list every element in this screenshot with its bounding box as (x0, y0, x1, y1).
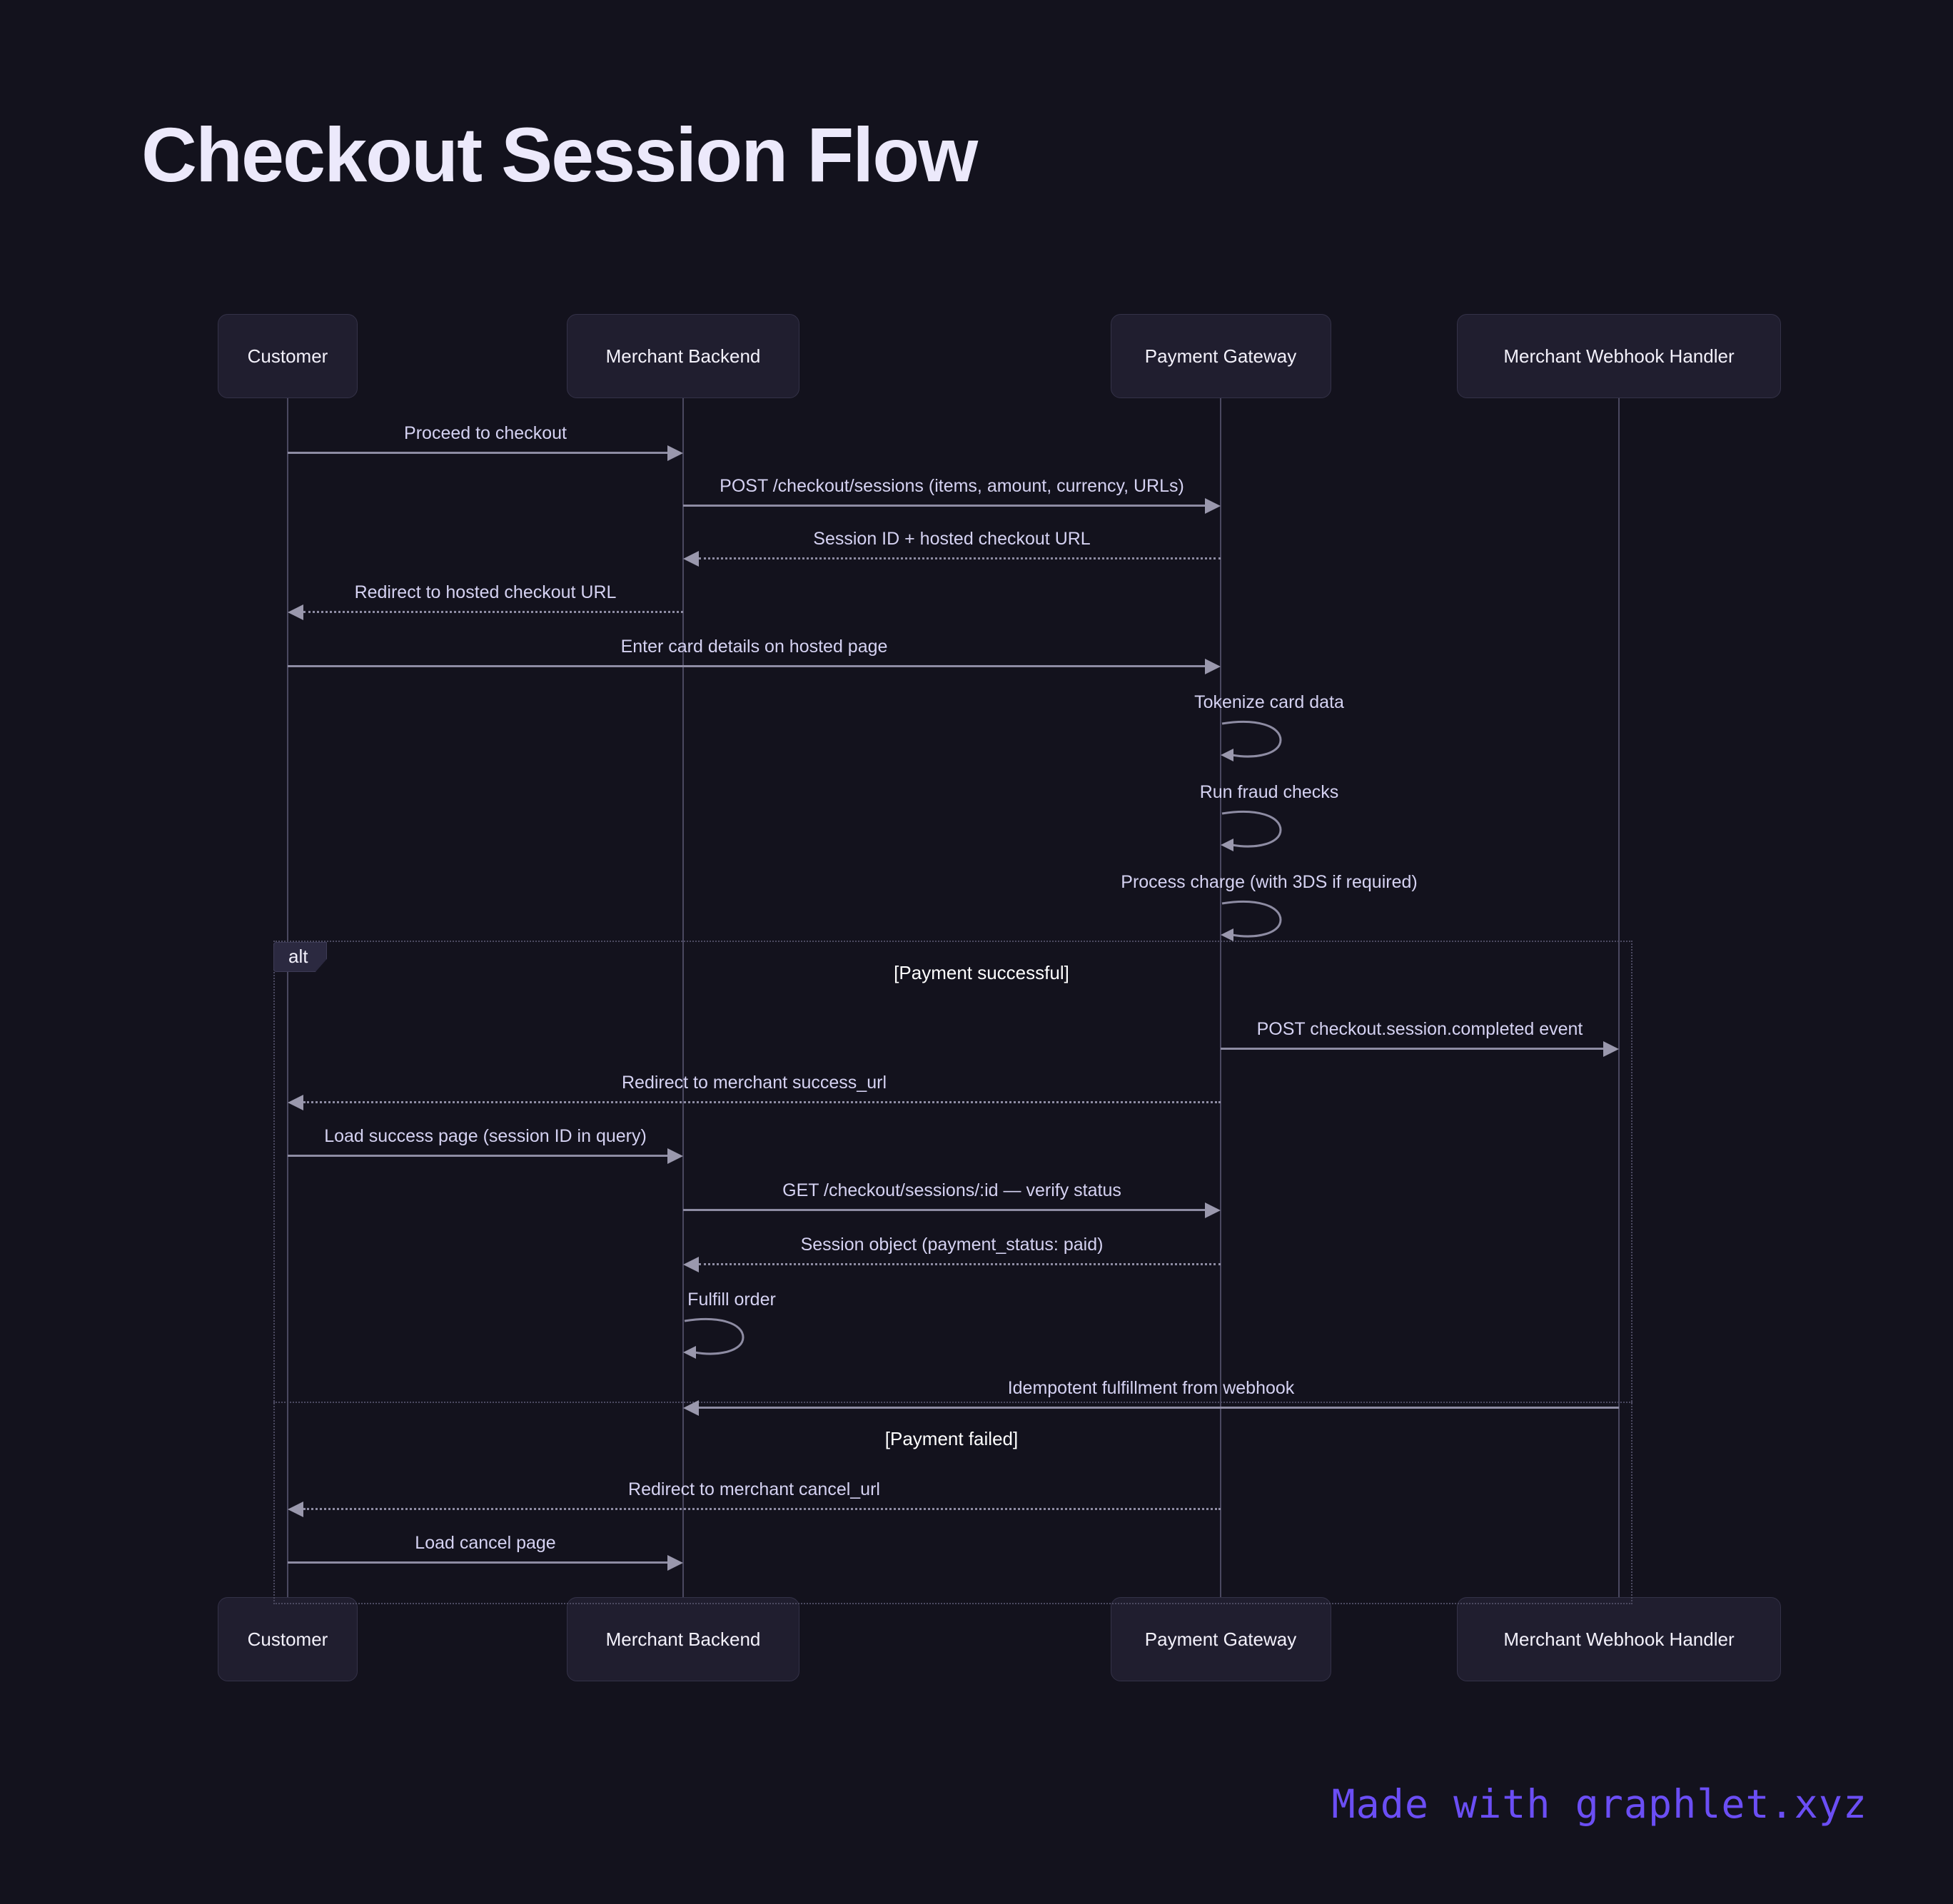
self-message-loop-m14 (683, 1317, 751, 1361)
message-label-m10: Redirect to merchant success_url (622, 1073, 887, 1093)
participant-box-merchant-backend-top[interactable]: Merchant Backend (567, 314, 799, 398)
participant-box-customer-top[interactable]: Customer (218, 314, 358, 398)
message-label-m6: Tokenize card data (1194, 692, 1344, 712)
message-line-m11 (288, 1155, 667, 1157)
message-label-m2: POST /checkout/sessions (items, amount, … (720, 476, 1184, 496)
message-arrowhead-m12 (1205, 1202, 1221, 1218)
message-label-m3: Session ID + hosted checkout URL (813, 529, 1091, 549)
participant-box-webhook-handler-top[interactable]: Merchant Webhook Handler (1456, 314, 1782, 398)
message-arrowhead-m5 (1205, 659, 1221, 674)
message-label-m7: Run fraud checks (1199, 782, 1339, 802)
message-label-m4: Redirect to hosted checkout URL (354, 582, 617, 602)
message-arrowhead-m15 (683, 1400, 699, 1416)
message-label-m11: Load success page (session ID in query) (324, 1126, 647, 1146)
alt-condition-cond-success: [Payment successful] (894, 962, 1069, 983)
self-message-loop-m8 (1221, 899, 1288, 943)
message-arrowhead-m9 (1603, 1041, 1619, 1057)
message-arrowhead-m13 (683, 1257, 699, 1272)
message-label-m16: Redirect to merchant cancel_url (628, 1479, 880, 1499)
page-title: Checkout Session Flow (141, 111, 978, 198)
message-line-m12 (683, 1209, 1205, 1211)
lifeline-webhook-handler (1618, 398, 1620, 1597)
message-line-m17 (288, 1561, 667, 1564)
message-line-m9 (1221, 1048, 1603, 1050)
participant-box-payment-gateway-bottom[interactable]: Payment Gateway (1110, 1597, 1331, 1681)
message-line-m16 (303, 1508, 1221, 1510)
participant-box-webhook-handler-bottom[interactable]: Merchant Webhook Handler (1456, 1597, 1782, 1681)
message-label-m1: Proceed to checkout (404, 423, 567, 443)
participant-label: Merchant Webhook Handler (1503, 345, 1735, 367)
message-line-m4 (303, 611, 683, 613)
message-arrowhead-m17 (667, 1555, 683, 1571)
message-arrowhead-m1 (667, 445, 683, 461)
footer-credit: Made with graphlet.xyz (1331, 1781, 1867, 1827)
message-arrowhead-m16 (288, 1502, 303, 1517)
participant-label: Payment Gateway (1144, 345, 1297, 367)
participant-label: Merchant Backend (605, 345, 761, 367)
lifeline-payment-gateway (1220, 398, 1221, 1597)
message-line-m1 (288, 452, 667, 454)
self-message-loop-m6 (1221, 719, 1288, 764)
message-line-m3 (699, 557, 1221, 559)
alt-fragment-box (273, 941, 1632, 1604)
message-label-m13: Session object (payment_status: paid) (800, 1235, 1104, 1255)
message-line-m15 (699, 1407, 1619, 1409)
alt-fragment-tag: alt (273, 942, 328, 972)
message-label-m12: GET /checkout/sessions/:id — verify stat… (782, 1180, 1121, 1200)
participant-label: Customer (247, 1628, 328, 1650)
message-arrowhead-m4 (288, 604, 303, 620)
message-line-m10 (303, 1101, 1221, 1103)
message-line-m5 (288, 665, 1205, 667)
message-arrowhead-m11 (667, 1148, 683, 1164)
message-label-m15: Idempotent fulfillment from webhook (1007, 1378, 1295, 1398)
message-arrowhead-m3 (683, 551, 699, 567)
message-arrowhead-m2 (1205, 498, 1221, 514)
participant-label: Customer (247, 345, 328, 367)
lifeline-merchant-backend (682, 398, 684, 1597)
message-label-m17: Load cancel page (415, 1533, 556, 1553)
participant-box-payment-gateway-top[interactable]: Payment Gateway (1110, 314, 1331, 398)
message-label-m14: Fulfill order (687, 1290, 776, 1310)
message-label-m9: POST checkout.session.completed event (1256, 1019, 1583, 1039)
message-line-m13 (699, 1263, 1221, 1265)
message-line-m2 (683, 505, 1205, 507)
alt-fragment-divider (273, 1402, 1632, 1403)
alt-condition-cond-failed: [Payment failed] (884, 1428, 1019, 1449)
message-label-m8: Process charge (with 3DS if required) (1121, 872, 1418, 892)
lifeline-customer (287, 398, 288, 1597)
participant-label: Payment Gateway (1144, 1628, 1297, 1650)
participant-label: Merchant Webhook Handler (1503, 1628, 1735, 1650)
participant-box-customer-bottom[interactable]: Customer (218, 1597, 358, 1681)
participant-label: Merchant Backend (605, 1628, 761, 1650)
message-label-m5: Enter card details on hosted page (620, 637, 888, 657)
self-message-loop-m7 (1221, 809, 1288, 854)
message-arrowhead-m10 (288, 1095, 303, 1110)
participant-box-merchant-backend-bottom[interactable]: Merchant Backend (567, 1597, 799, 1681)
